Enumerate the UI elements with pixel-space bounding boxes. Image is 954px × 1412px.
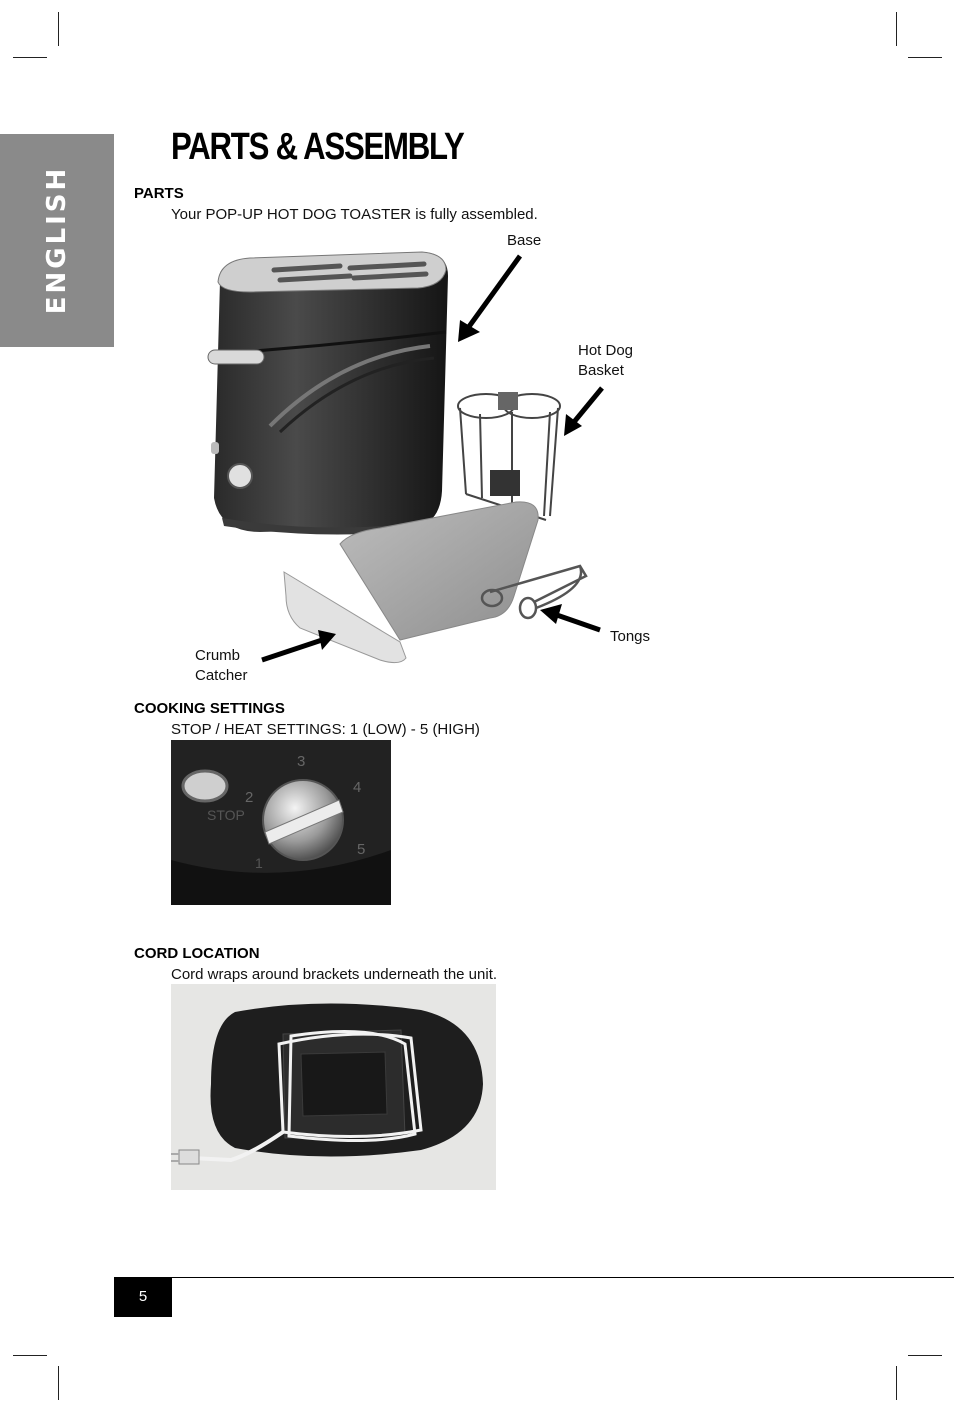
toaster-base bbox=[207, 251, 448, 535]
dial-number-1: 1 bbox=[255, 855, 263, 871]
dial-number-5: 5 bbox=[357, 841, 365, 858]
cord-heading: CORD LOCATION bbox=[134, 945, 260, 962]
parts-text: Your POP-UP HOT DOG TOASTER is fully ass… bbox=[171, 206, 538, 223]
crumb-catcher-label: Crumb Catcher bbox=[195, 647, 248, 684]
cord-text: Cord wraps around brackets underneath th… bbox=[171, 966, 498, 983]
crop-mark bbox=[896, 12, 897, 46]
basket-label: Hot Dog Basket bbox=[578, 342, 634, 379]
hot-dog-basket bbox=[457, 392, 561, 521]
footer-rule bbox=[114, 1277, 954, 1278]
tongs-label: Tongs bbox=[610, 628, 651, 645]
crop-mark bbox=[13, 1355, 47, 1356]
crop-mark bbox=[13, 57, 47, 58]
stop-mark: STOP bbox=[207, 807, 245, 823]
cooking-heading: COOKING SETTINGS bbox=[134, 700, 285, 717]
label-arrows bbox=[261, 254, 604, 663]
dial-number-2: 2 bbox=[245, 789, 253, 806]
language-label: ENGLISH bbox=[42, 165, 72, 315]
crop-mark bbox=[908, 1355, 942, 1356]
crop-mark bbox=[896, 1366, 897, 1400]
page-number: 5 bbox=[114, 1277, 172, 1317]
crop-mark bbox=[908, 57, 942, 58]
cooking-text: STOP / HEAT SETTINGS: 1 (LOW) - 5 (HIGH) bbox=[171, 721, 480, 738]
crop-mark bbox=[58, 1366, 59, 1400]
parts-illustration bbox=[207, 251, 604, 664]
dial-number-4: 4 bbox=[353, 779, 361, 796]
tongs bbox=[480, 564, 588, 620]
language-tab: ENGLISH bbox=[0, 134, 114, 347]
parts-heading: PARTS bbox=[134, 185, 184, 202]
crop-mark bbox=[58, 12, 59, 46]
base-label: Base bbox=[507, 232, 542, 249]
page-title: PARTS & ASSEMBLY bbox=[171, 126, 465, 168]
dial-photo: STOP 1 2 3 4 5 bbox=[171, 740, 391, 905]
cord-photo bbox=[171, 984, 496, 1190]
dial-number-3: 3 bbox=[297, 753, 305, 770]
